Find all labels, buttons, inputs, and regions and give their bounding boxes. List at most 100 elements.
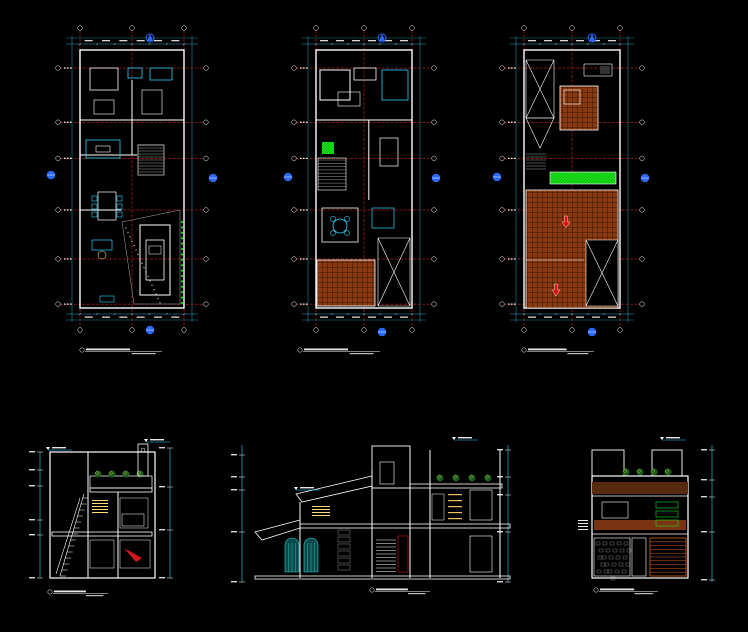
dim-text: [400, 40, 408, 42]
dim-tick: [394, 42, 398, 46]
title-bubble: [593, 587, 599, 593]
dim-text: [171, 40, 180, 42]
axis-bubble: [129, 25, 135, 31]
axis-tick: [303, 121, 305, 123]
axis-tick: [67, 209, 69, 211]
slab: [409, 483, 503, 489]
scale-text-block: [85, 595, 104, 597]
facade-band: [592, 482, 688, 494]
axis-bubble: [291, 65, 297, 71]
dim-tick: [538, 42, 542, 46]
bed: [337, 91, 361, 107]
axis-tick: [70, 258, 72, 260]
vent: [140, 447, 146, 453]
note-line: [92, 506, 108, 507]
axis-tick: [64, 303, 66, 305]
axis-bubble: [203, 301, 209, 307]
level-text: [159, 486, 165, 488]
axis-bubble: [203, 119, 209, 125]
axis-tick: [67, 258, 69, 260]
axis-tick: [303, 209, 305, 211]
stone: [626, 548, 632, 553]
chair: [344, 216, 350, 222]
ramp-dot: [135, 249, 137, 251]
level-text: [159, 577, 165, 579]
axis-tick: [511, 67, 513, 69]
level-marker-icon: [452, 437, 456, 440]
axis-bubble: [291, 155, 297, 161]
axis-bubble: [291, 301, 297, 307]
dim-tick: [554, 312, 558, 316]
section-b: [231, 437, 511, 595]
axis-bubble: [55, 119, 61, 125]
axis-bubble: [617, 25, 623, 31]
window: [601, 501, 629, 519]
axis-tick: [70, 157, 72, 159]
roof-slope: [525, 117, 555, 149]
slab: [51, 531, 153, 537]
car-windshield-icon: [148, 245, 162, 255]
skylight: [563, 89, 581, 105]
void-opening: [377, 237, 411, 307]
level-text: [701, 579, 707, 581]
dim-tick: [165, 42, 168, 46]
floor-plan-upper: [283, 25, 441, 355]
axis-bubble: [569, 25, 575, 31]
dim-tick: [410, 42, 414, 46]
dim-tick: [602, 312, 606, 316]
dim-tick: [130, 312, 134, 316]
bathroom-fixtures: [371, 207, 395, 229]
stone: [616, 541, 622, 546]
axis-tick: [64, 157, 66, 159]
axis-tick: [303, 67, 305, 69]
axis-tick: [306, 67, 308, 69]
shrub-flower: [437, 475, 441, 479]
dim-tick: [113, 312, 116, 316]
garage: [139, 224, 171, 296]
scale-text-block: [634, 593, 654, 595]
shelf-item: [448, 506, 462, 508]
tower: [137, 443, 149, 477]
axis-bubble: [313, 25, 319, 31]
title-text-block: [304, 348, 348, 351]
shrub-flower: [453, 475, 457, 479]
axis-tick: [67, 121, 69, 123]
note-line: [92, 512, 108, 513]
dim-tick: [182, 42, 186, 46]
dim-tick: [148, 312, 151, 316]
dim-text: [136, 40, 145, 42]
axis-tick: [64, 121, 66, 123]
axis-tick: [64, 67, 66, 69]
dim-tick: [330, 312, 334, 316]
axis-bubble: [77, 327, 83, 333]
garden-dot: [180, 274, 184, 278]
shrub-flower: [95, 471, 99, 475]
axis-tick: [508, 258, 510, 260]
stone: [619, 548, 625, 553]
shelf: [337, 557, 351, 564]
axis-tick: [67, 303, 69, 305]
dim-tick: [78, 42, 82, 46]
ramp-dot: [147, 275, 149, 278]
shrub-flower: [485, 475, 489, 479]
axis-bubble: [521, 25, 527, 31]
shrub-flower: [651, 469, 655, 473]
door: [431, 493, 445, 521]
level-tag-text: [666, 437, 680, 439]
axis-tick: [300, 67, 302, 69]
dim-tick: [538, 312, 542, 316]
ramp-dot: [141, 262, 143, 264]
shelf: [337, 564, 351, 571]
axis-bubble: [409, 25, 415, 31]
dim-tick: [96, 42, 99, 46]
dim-tick: [346, 312, 350, 316]
chair: [116, 203, 123, 210]
shelf-item: [448, 494, 462, 496]
dim-tick: [554, 42, 558, 46]
shrub-flower: [123, 471, 127, 475]
axis-bubble: [55, 65, 61, 71]
dim-text: [560, 316, 568, 318]
axis-bubble: [291, 207, 297, 213]
dim-text: [102, 40, 110, 42]
note-line: [578, 529, 588, 530]
